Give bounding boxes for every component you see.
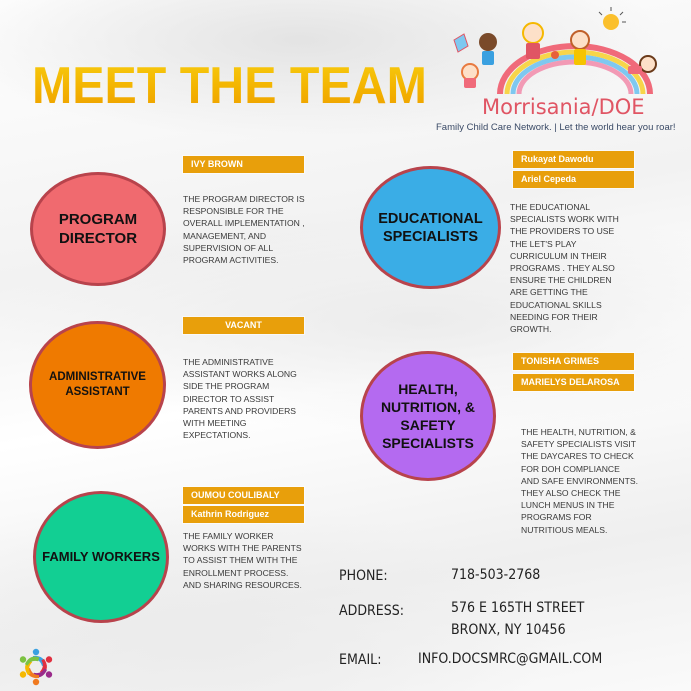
name-tag: Kathrin Rodriguez — [183, 506, 304, 523]
family-workers-circle: FAMILY WORKERS — [33, 491, 169, 623]
role-description: THE HEALTH, NUTRITION, & SAFETY SPECIALI… — [521, 427, 638, 535]
role-description: THE PROGRAM DIRECTOR IS RESPONSIBLE FOR … — [183, 194, 305, 266]
name-tag: MARIELYS DELAROSA — [513, 374, 634, 391]
name-tag: IVY BROWN — [183, 156, 304, 173]
children-rainbow-logo-icon — [453, 7, 657, 94]
address-line1: 576 E 165TH STREET — [451, 600, 585, 616]
role-description: THE EDUCATIONAL SPECIALISTS WORK WITH TH… — [510, 202, 619, 335]
role-description: THE ADMINISTRATIVE ASSISTANT WORKS ALONG… — [183, 357, 297, 441]
name-tag: TONISHA GRIMES — [513, 353, 634, 370]
role-title: HEALTH, NUTRITION, & SAFETY SPECIALISTS — [380, 381, 476, 451]
role-title: FAMILY WORKERS — [42, 549, 160, 564]
program-director-circle: PROGRAM DIRECTOR — [30, 172, 166, 286]
email-label: EMAIL: — [339, 652, 382, 668]
community-circle-people-icon — [19, 648, 53, 686]
name-tag: Ariel Cepeda — [513, 171, 634, 188]
phone-value: 718-503-2768 — [451, 567, 541, 583]
administrative-assistant-circle: ADMINISTRATIVE ASSISTANT — [29, 321, 166, 449]
name-tag: Rukayat Dawodu — [513, 151, 634, 168]
role-description: THE FAMILY WORKER WORKS WITH THE PARENTS… — [183, 531, 302, 590]
brand-tagline: Family Child Care Network. | Let the wor… — [436, 122, 676, 133]
role-title: PROGRAM DIRECTOR — [58, 211, 138, 247]
page-title: MEET THE TEAM — [32, 57, 427, 115]
phone-label: PHONE: — [339, 568, 388, 584]
email-value[interactable]: INFO.DOCSMRC@GMAIL.COM — [418, 651, 603, 667]
address-label: ADDRESS: — [339, 603, 404, 619]
role-title: ADMINISTRATIVE ASSISTANT — [49, 371, 146, 398]
role-title: EDUCATIONAL SPECIALISTS — [378, 210, 483, 245]
educational-specialists-circle: EDUCATIONAL SPECIALISTS — [360, 166, 501, 289]
health-nutrition-safety-circle: HEALTH, NUTRITION, & SAFETY SPECIALISTS — [360, 351, 496, 481]
address-line2: BRONX, NY 10456 — [451, 622, 566, 638]
brand-name: Morrisania/DOE — [482, 95, 645, 119]
name-tag: OUMOU COULIBALY — [183, 487, 304, 504]
name-tag: VACANT — [183, 317, 304, 334]
